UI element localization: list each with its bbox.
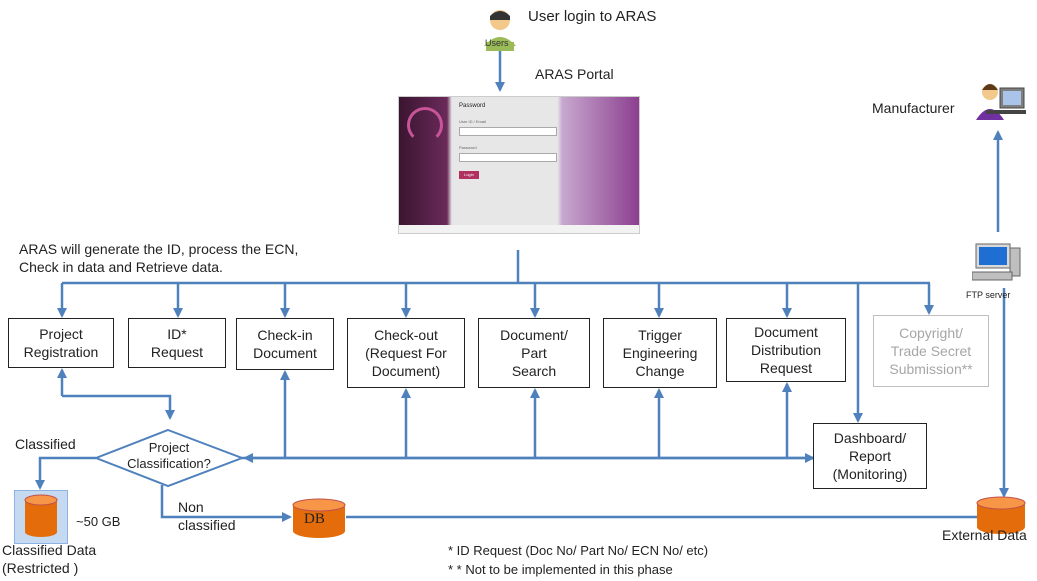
trigger-change-box[interactable]: Trigger Engineering Change [603, 318, 717, 388]
login-button[interactable]: Login [459, 171, 479, 179]
copyright-box[interactable]: Copyright/ Trade Secret Submission** [873, 315, 989, 387]
classification-question: Project Classification? [127, 440, 211, 471]
aras-note: ARAS will generate the ID, process the E… [19, 241, 299, 275]
external-data-label: External Data [942, 527, 1027, 543]
project-registration-label: Project Registration [23, 326, 99, 360]
distribution-label: Document Distribution Request [750, 324, 822, 376]
db-label: DB [304, 511, 325, 527]
username-field[interactable] [459, 127, 557, 136]
portal-footer [399, 225, 639, 233]
classification-diamond [93, 428, 245, 488]
classified-database-icon [24, 494, 58, 537]
checkin-box[interactable]: Check-in Document [236, 318, 334, 370]
id-request-box[interactable]: ID* Request [128, 318, 226, 368]
password-label: Password [459, 145, 477, 150]
db-cylinder-icon [292, 498, 346, 538]
external-database-icon [976, 496, 1026, 534]
aras-portal-screenshot: Password User ID / Email Password Login [398, 96, 640, 234]
aras-logo [407, 107, 443, 143]
login-text: User login to ARAS [528, 8, 657, 25]
ftp-server-icon [972, 243, 1021, 281]
id-footnote: * ID Request (Doc No/ Part No/ ECN No/ e… [448, 543, 709, 558]
trigger-change-label: Trigger Engineering Change [622, 327, 698, 379]
checkin-label: Check-in Document [253, 327, 317, 361]
id-request-label: ID* Request [150, 326, 204, 360]
checkout-label: Check-out (Request For Document) [365, 327, 447, 379]
username-label: User ID / Email [459, 119, 486, 124]
distribution-box[interactable]: Document Distribution Request [726, 318, 846, 382]
manufacturer-icon [976, 84, 1026, 120]
copyright-label: Copyright/ Trade Secret Submission** [889, 325, 973, 377]
phase-footnote: * * Not to be implemented in this phase [448, 562, 673, 577]
non-classified-label: Non classified [178, 499, 236, 533]
user-icon [484, 10, 516, 51]
classified-label: Classified [15, 436, 76, 452]
document-search-box[interactable]: Document/ Part Search [478, 318, 590, 388]
portal-label: ARAS Portal [535, 66, 614, 82]
manufacturer-label: Manufacturer [872, 100, 955, 116]
form-title: Password [459, 103, 486, 109]
storage-size: ~50 GB [76, 514, 121, 529]
ftp-label: FTP server [966, 290, 1011, 300]
project-registration-box[interactable]: Project Registration [8, 318, 114, 368]
checkout-box[interactable]: Check-out (Request For Document) [347, 318, 465, 388]
classified-data-label: Classified Data (Restricted ) [2, 542, 97, 576]
document-search-label: Document/ Part Search [500, 327, 568, 379]
dashboard-box[interactable]: Dashboard/ Report (Monitoring) [813, 423, 927, 489]
password-field[interactable] [459, 153, 557, 162]
users-label: Users [485, 38, 509, 48]
dashboard-label: Dashboard/ Report (Monitoring) [832, 430, 908, 482]
